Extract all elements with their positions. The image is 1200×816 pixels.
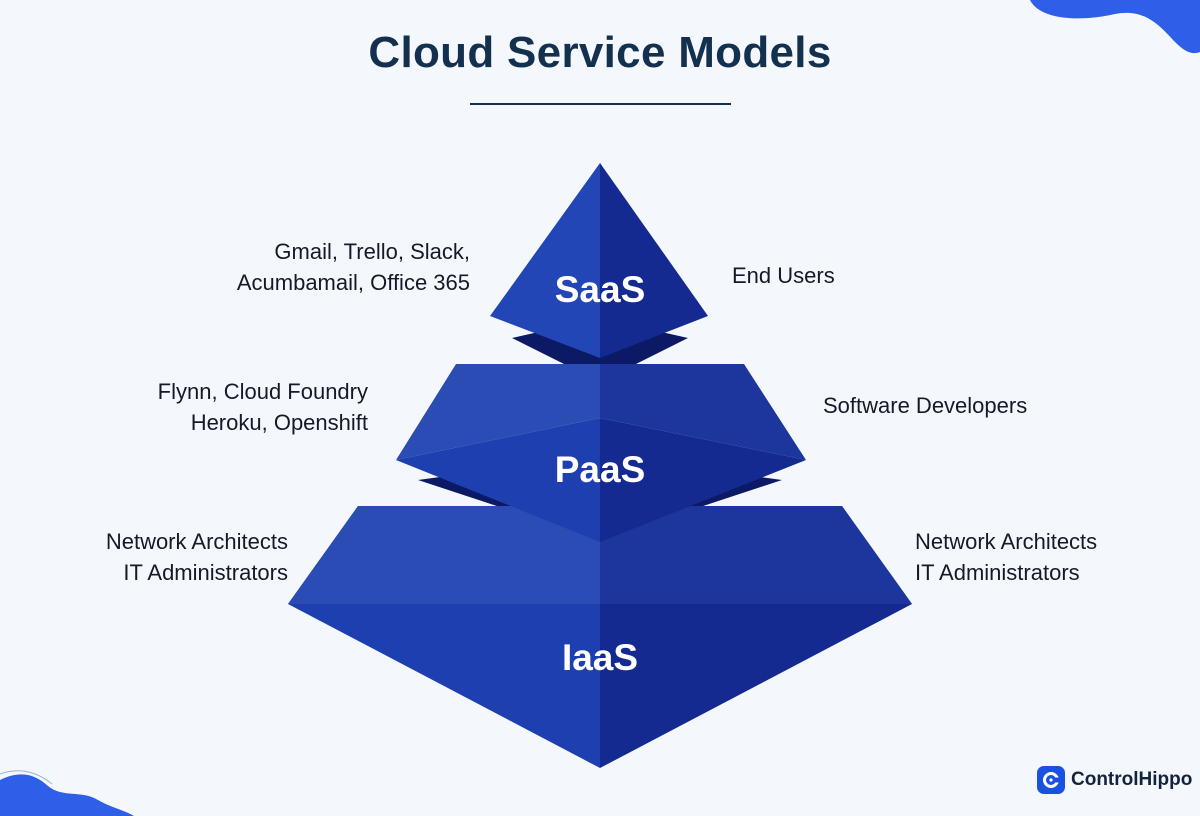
paas-audience: Software Developers [823, 390, 1027, 421]
saas-label: SaaS [554, 269, 646, 310]
iaas-examples: Network Architects IT Administrators [106, 526, 288, 588]
page-title: Cloud Service Models [368, 28, 832, 77]
saas-examples: Gmail, Trello, Slack, Acumbamail, Office… [237, 236, 470, 298]
paas-audience-line: Software Developers [823, 393, 1028, 418]
iaas-audience: Network Architects IT Administrators [915, 526, 1097, 588]
paas-top-left [396, 364, 600, 460]
iaas-examples-line: Network Architects [105, 529, 288, 554]
paas-top-right [600, 364, 806, 460]
iaas-right-face [600, 604, 912, 768]
saas-left-face [490, 163, 600, 358]
iaas-audience-line: IT Administrators [915, 560, 1080, 585]
iaas-top-left [288, 506, 600, 604]
brand-logo: ControlHippo [1037, 765, 1192, 795]
saas-examples-line: Gmail, Trello, Slack, [274, 239, 470, 264]
iaas-label: IaaS [561, 637, 639, 678]
paas-right-face [600, 418, 806, 542]
brand-name: ControlHippo [1071, 769, 1193, 790]
paas-examples-line: Heroku, Openshift [190, 410, 368, 435]
saas-right-face [600, 163, 708, 358]
paas-left-face [396, 418, 600, 542]
iaas-left-face [288, 604, 600, 768]
paas-label: PaaS [554, 449, 646, 490]
paas-examples: Flynn, Cloud Foundry Heroku, Openshift [158, 376, 368, 438]
paas-examples-line: Flynn, Cloud Foundry [157, 379, 368, 404]
controlhippo-logo-icon [1037, 766, 1065, 794]
saas-audience-line: End Users [732, 263, 835, 288]
title-underline [470, 103, 731, 105]
iaas-audience-line: Network Architects [915, 529, 1098, 554]
iaas-top-right [600, 506, 912, 604]
saas-audience: End Users [732, 260, 835, 291]
saas-examples-line: Acumbamail, Office 365 [236, 270, 470, 295]
iaas-examples-line: IT Administrators [123, 560, 288, 585]
